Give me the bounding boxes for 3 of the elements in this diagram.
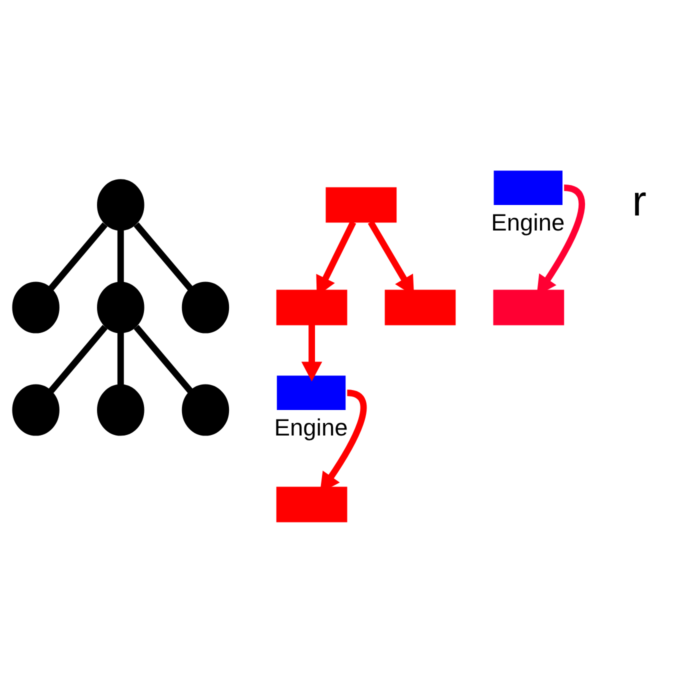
label: r [632,177,646,226]
node-label: Engine [274,414,348,441]
node-label: Engine [491,210,565,236]
